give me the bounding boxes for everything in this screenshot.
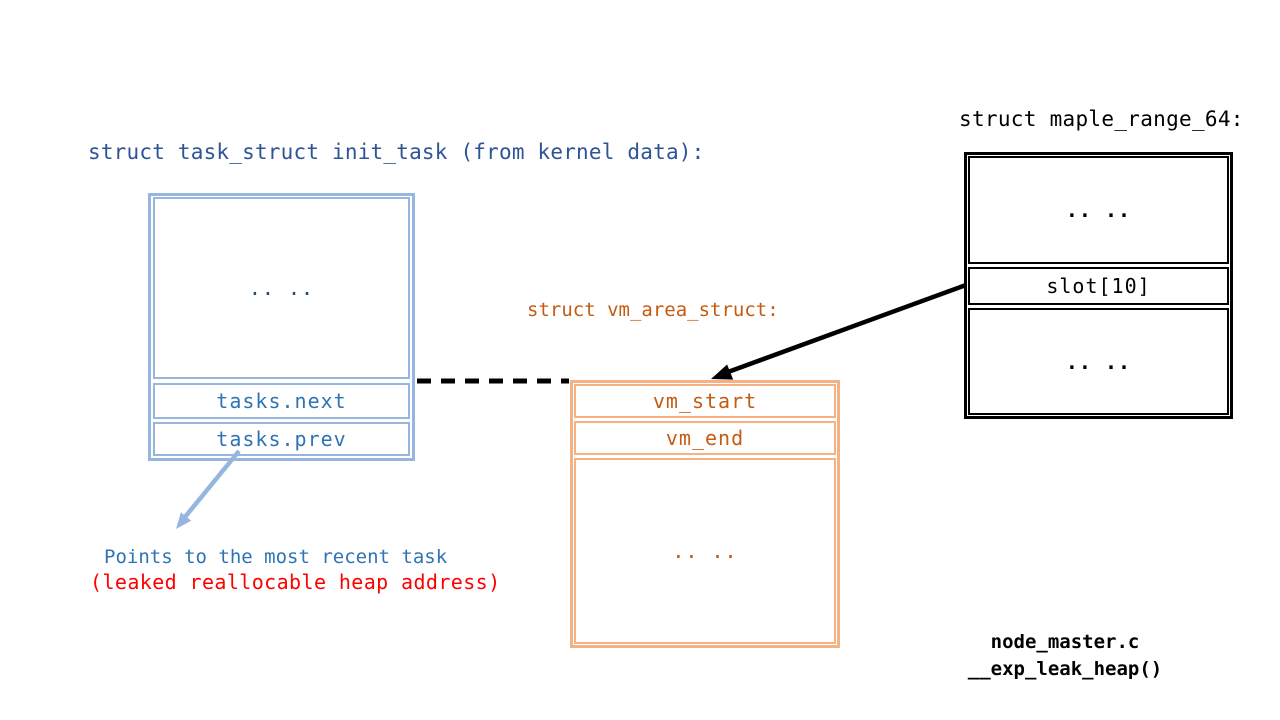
task-struct-field-tasks-next: tasks.next: [153, 383, 410, 419]
vm-area-body-ellipsis: .. ..: [574, 458, 836, 644]
task-struct-box: [148, 193, 415, 461]
note-points-to-recent-task: Points to the most recent task: [104, 546, 448, 568]
source-function-label: __exp_leak_heap(): [967, 658, 1163, 680]
maple-range-bottom-ellipsis: .. ..: [968, 308, 1229, 415]
maple-range-field-slot10: slot[10]: [968, 267, 1229, 305]
note-leaked-heap-address: (leaked reallocable heap address): [90, 570, 501, 594]
prev-pointer-arrowhead: [176, 512, 192, 529]
maple-range-top-ellipsis: .. ..: [968, 156, 1229, 264]
task-struct-title: struct task_struct init_task (from kerne…: [88, 140, 705, 164]
vm-area-field-vm-start: vm_start: [574, 384, 836, 418]
source-file-label: node_master.c: [990, 631, 1140, 653]
source-reference: node_master.c __exp_leak_heap(): [910, 629, 1220, 683]
task-struct-field-tasks-prev: tasks.prev: [153, 422, 410, 456]
vm-area-struct-title: struct vm_area_struct:: [527, 299, 779, 321]
vm-area-field-vm-end: vm_end: [574, 421, 836, 455]
task-struct-body-ellipsis: .. ..: [153, 197, 410, 379]
maple-range-title: struct maple_range_64:: [959, 107, 1244, 131]
slot-to-vma-arrowhead: [711, 364, 734, 380]
vm-area-struct-box: [570, 380, 840, 648]
